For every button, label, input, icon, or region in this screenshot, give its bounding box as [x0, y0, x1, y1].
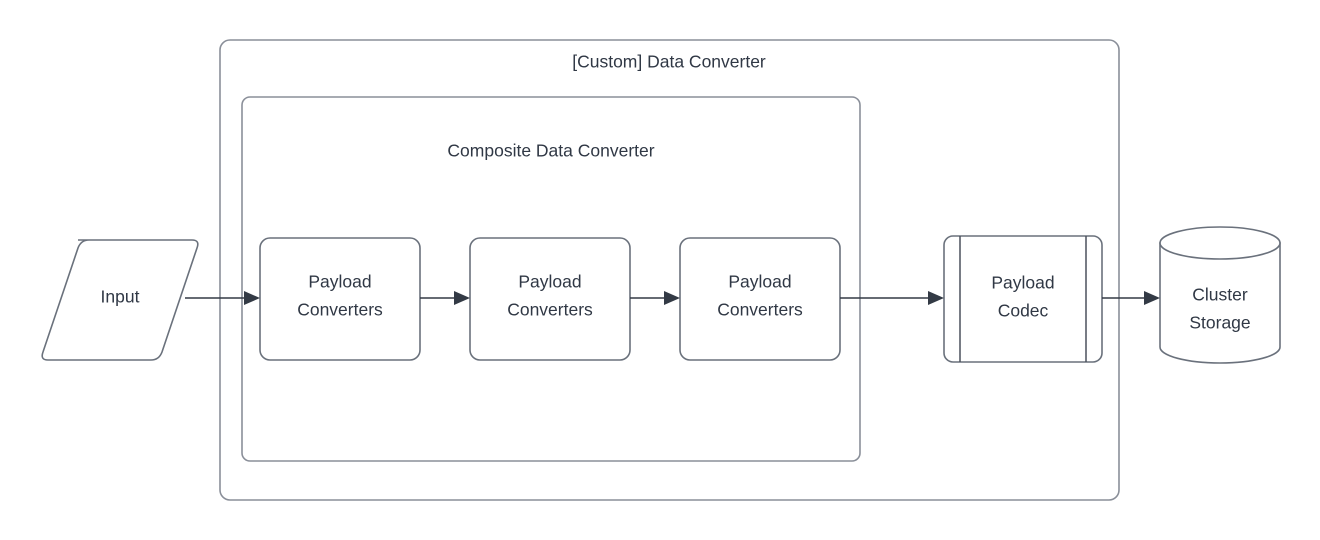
- container-custom-data-converter[interactable]: [Custom] Data Converter: [219, 39, 1120, 501]
- node-payload-converters-1[interactable]: Payload Converters: [259, 237, 421, 361]
- payload-converters-3-label-line2: Converters: [717, 300, 803, 320]
- custom-data-converter-border: [219, 39, 1120, 501]
- payload-codec-shape: [943, 235, 1103, 363]
- cluster-storage-label-line1: Cluster: [1192, 285, 1248, 305]
- payload-converters-2-shape: [469, 237, 631, 361]
- connector-input-to-pc1-arrowhead: [244, 291, 260, 305]
- payload-converters-1-label-line2: Converters: [297, 300, 383, 320]
- connector-pc3-to-codec-arrowhead: [928, 291, 944, 305]
- container-composite-data-converter[interactable]: Composite Data Converter: [241, 96, 861, 462]
- connector-codec-to-cluster-storage: [1102, 291, 1160, 305]
- connector-codec-to-storage-arrowhead: [1144, 291, 1160, 305]
- payload-codec-label-line1: Payload: [991, 273, 1054, 293]
- payload-converters-3-shape: [679, 237, 841, 361]
- node-payload-converters-2[interactable]: Payload Converters: [469, 237, 631, 361]
- payload-converters-2-label-line2: Converters: [507, 300, 593, 320]
- cluster-storage-label-line2: Storage: [1189, 313, 1250, 333]
- connector-input-to-payload-converters-1: [185, 291, 260, 305]
- payload-converters-1-label-line1: Payload: [308, 272, 371, 292]
- connector-payload-converters-2-to-3: [630, 291, 680, 305]
- node-payload-codec[interactable]: Payload Codec: [943, 235, 1103, 363]
- node-payload-converters-3[interactable]: Payload Converters: [679, 237, 841, 361]
- custom-data-converter-label: [Custom] Data Converter: [572, 52, 766, 72]
- connector-pc2-to-pc3-arrowhead: [664, 291, 680, 305]
- composite-data-converter-border: [241, 96, 861, 462]
- node-input[interactable]: Input: [41, 239, 199, 361]
- connector-payload-converters-1-to-2: [420, 291, 470, 305]
- payload-converters-3-label-line1: Payload: [728, 272, 791, 292]
- payload-converters-2-label-line1: Payload: [518, 272, 581, 292]
- cluster-storage-top-ellipse: [1159, 226, 1281, 260]
- input-parallelogram-shape: [41, 239, 199, 361]
- composite-data-converter-label: Composite Data Converter: [447, 141, 654, 161]
- input-label: Input: [101, 287, 140, 307]
- payload-converters-1-shape: [259, 237, 421, 361]
- connector-pc1-to-pc2-arrowhead: [454, 291, 470, 305]
- payload-codec-label-line2: Codec: [998, 301, 1049, 321]
- connector-payload-converters-3-to-codec: [840, 291, 944, 305]
- node-cluster-storage[interactable]: Cluster Storage: [1159, 226, 1281, 364]
- cluster-storage-body: [1159, 242, 1281, 364]
